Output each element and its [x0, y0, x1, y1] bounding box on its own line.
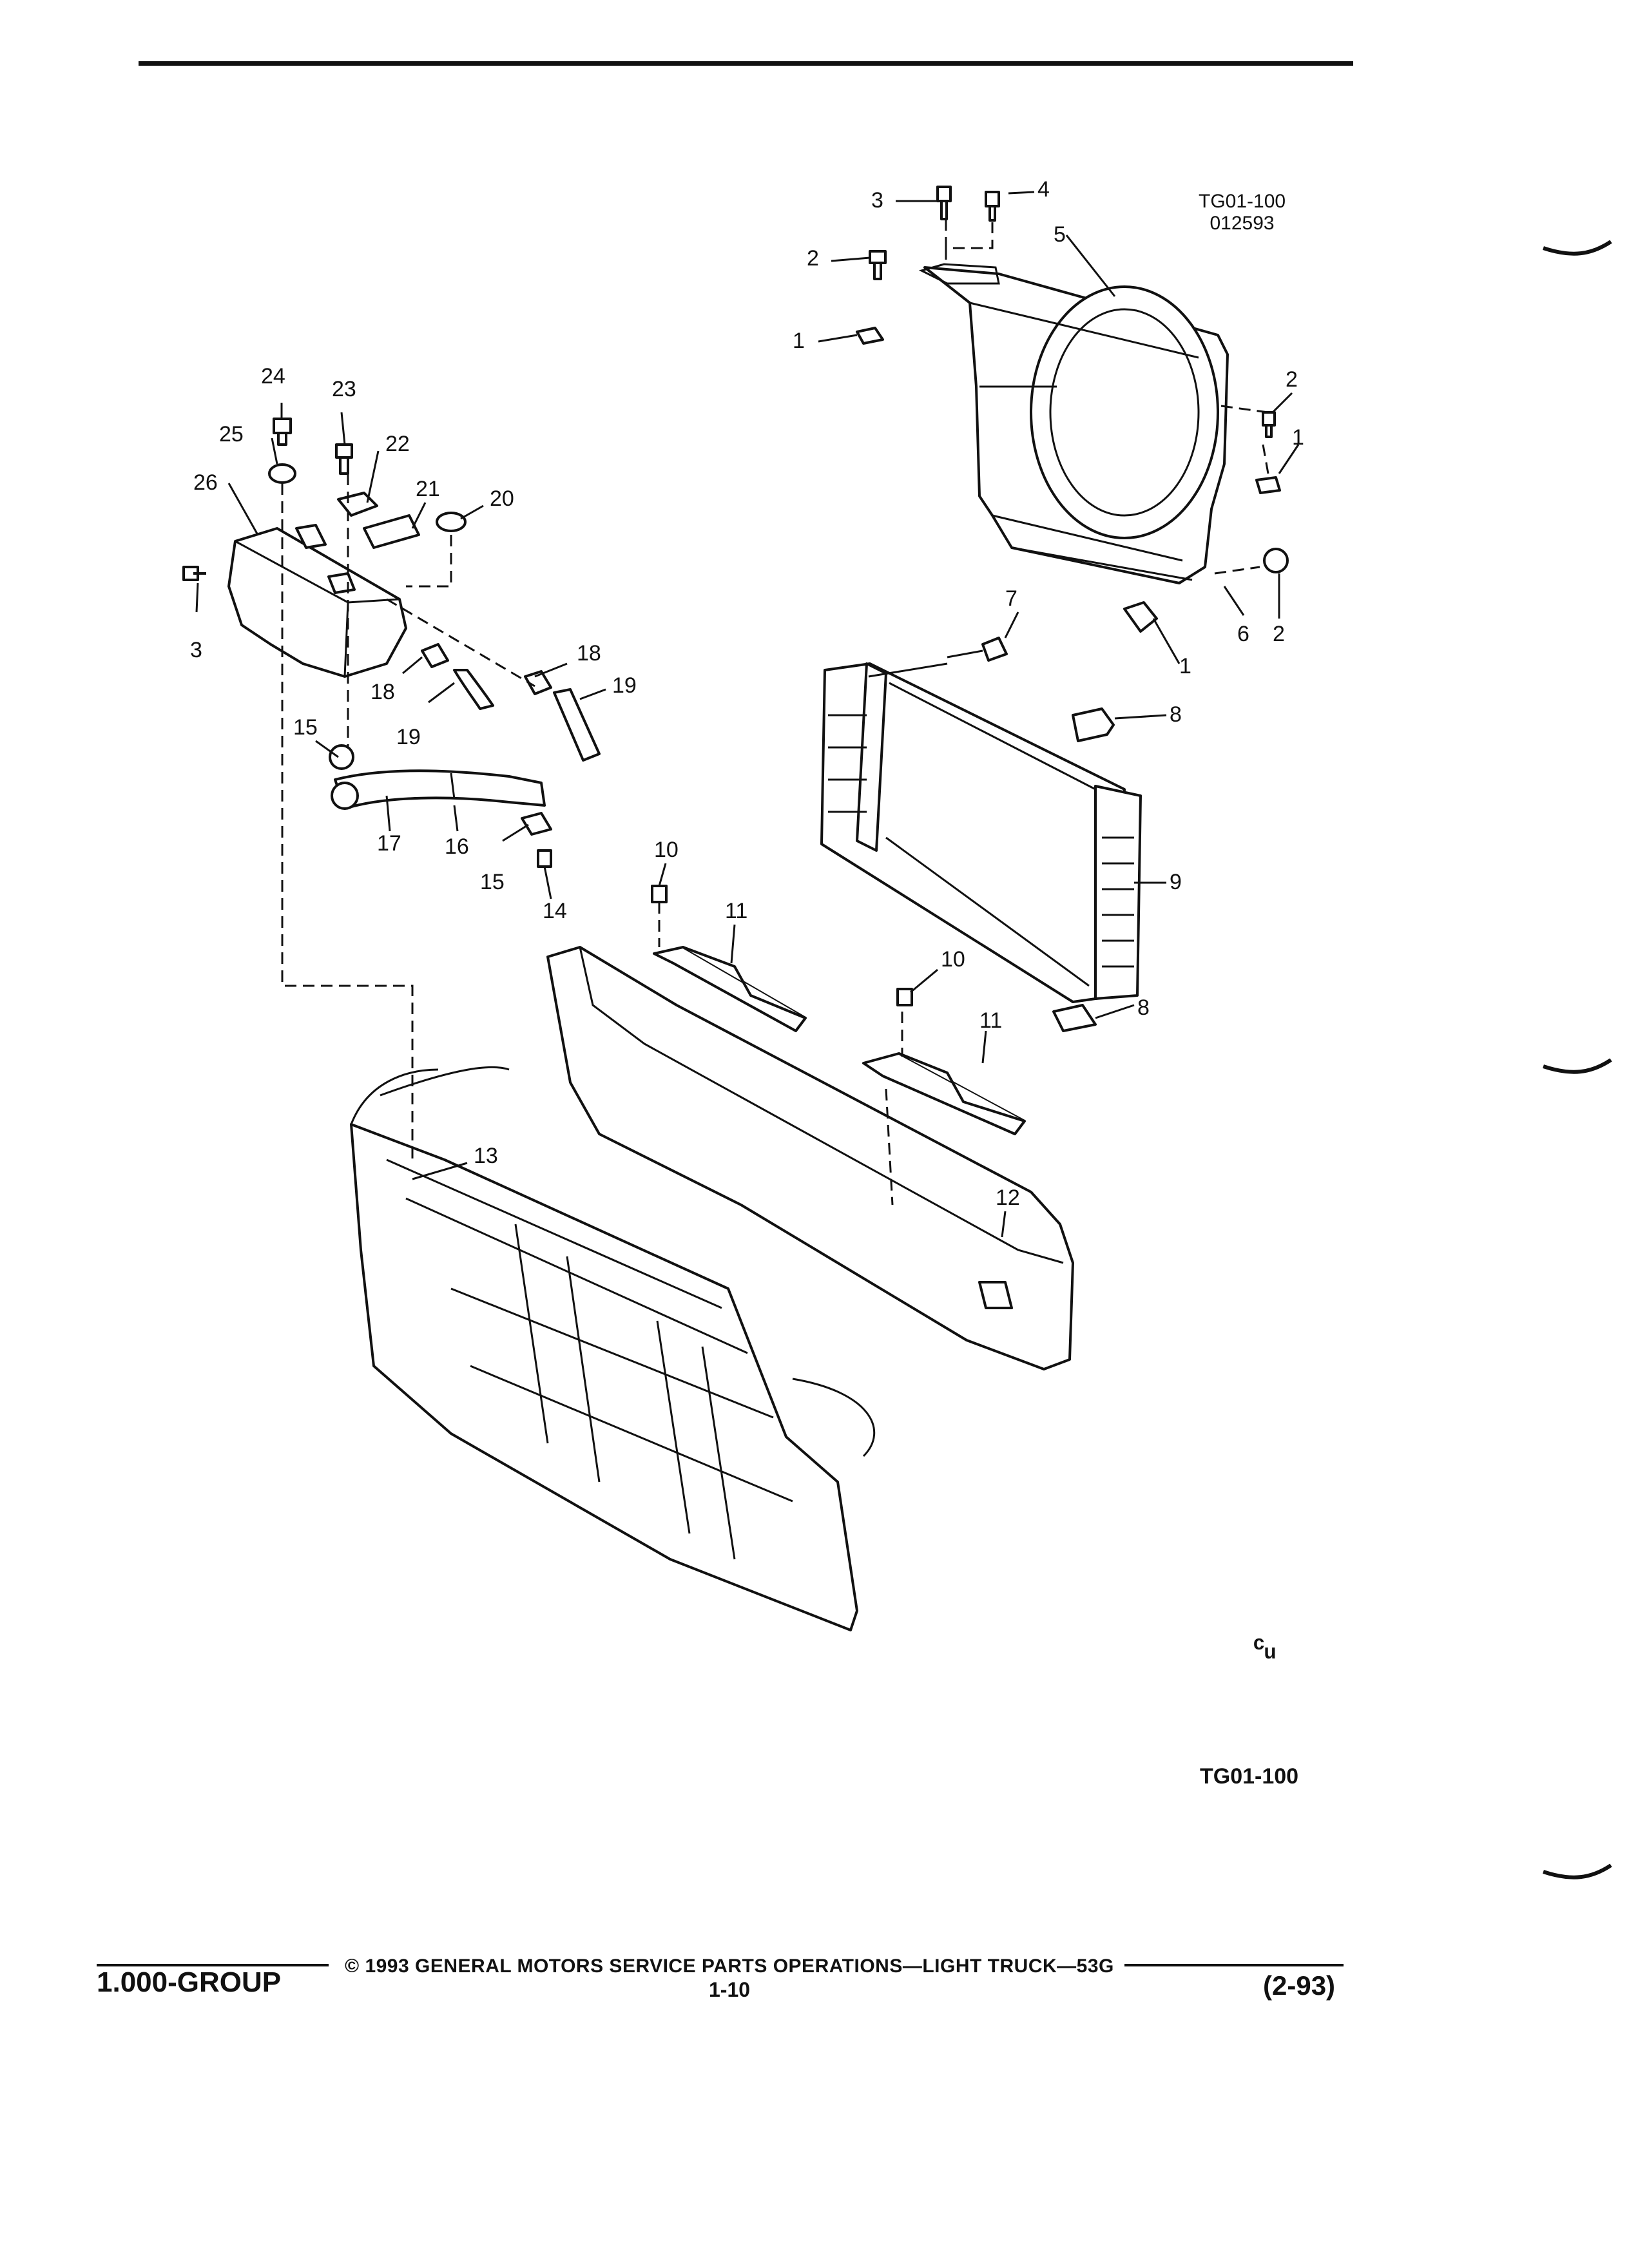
footer-rule-left — [97, 1964, 329, 1966]
coolant-reservoir — [227, 524, 407, 678]
callout-19-right: 19 — [612, 673, 637, 698]
figure-id-top: TG01-100 — [1199, 191, 1286, 212]
figure-id-bottom: TG01-100 — [1200, 1764, 1299, 1789]
callout-21: 21 — [416, 477, 440, 501]
callout-11-left: 11 — [725, 899, 747, 923]
footer-page-number: 1-10 — [709, 1978, 751, 2001]
callout-8-bottom: 8 — [1137, 995, 1150, 1020]
radiator — [820, 637, 1142, 1032]
callout-15-left: 15 — [293, 715, 318, 740]
figure-date-code: 012593 — [1210, 213, 1275, 234]
callout-8-top: 8 — [1170, 702, 1182, 727]
callout-11-right: 11 — [979, 1008, 1002, 1033]
callout-3-top: 3 — [871, 188, 883, 213]
callout-19-left: 19 — [396, 725, 421, 749]
callout-6: 6 — [1237, 622, 1249, 646]
footer-copyright: © 1993 GENERAL MOTORS SERVICE PARTS OPER… — [345, 1956, 1114, 1977]
callout-18-right: 18 — [577, 641, 601, 666]
callout-2-top: 2 — [807, 246, 819, 271]
callout-14: 14 — [543, 899, 567, 923]
callout-9: 9 — [1170, 870, 1182, 894]
callout-5: 5 — [1054, 222, 1066, 247]
callout-7: 7 — [1005, 586, 1017, 611]
callout-4: 4 — [1037, 177, 1050, 202]
callout-24: 24 — [261, 364, 285, 389]
callout-10-left: 10 — [654, 838, 679, 862]
callout-1-right: 1 — [1292, 425, 1304, 450]
lower-baffle — [546, 946, 1074, 1370]
brackets — [653, 946, 1026, 1135]
callout-16: 16 — [445, 834, 469, 859]
callout-25: 25 — [219, 422, 244, 447]
callout-22: 22 — [385, 432, 410, 456]
top-rule — [139, 61, 1353, 66]
gm-logo: ᶜᵤ — [1253, 1629, 1276, 1663]
radiator-support — [350, 1066, 876, 1631]
callout-15-right: 15 — [480, 870, 505, 894]
margin-marks — [1543, 240, 1612, 1879]
hoses — [329, 744, 552, 868]
footer-group: 1.000-GROUP — [97, 1966, 282, 1998]
callout-13: 13 — [474, 1144, 498, 1168]
callout-3-left: 3 — [190, 638, 202, 662]
callout-23: 23 — [332, 377, 356, 401]
callout-leaders — [195, 191, 1300, 1238]
footer-date: (2-93) — [1263, 1970, 1336, 2001]
callout-10-right: 10 — [941, 947, 965, 972]
callout-20: 20 — [490, 486, 514, 511]
callout-2-bottom: 2 — [1273, 622, 1285, 646]
fan-shroud — [918, 263, 1229, 584]
callout-1-bottom: 1 — [1179, 654, 1191, 678]
callout-2-right: 2 — [1286, 367, 1298, 392]
callout-labels: 3 4 2 1 5 2 1 6 2 1 7 8 9 8 10 10 11 11 … — [190, 177, 1304, 1210]
footer-rule-right — [1124, 1964, 1344, 1966]
figure-id-header: TG01-100 012593 — [1199, 191, 1286, 235]
callout-12: 12 — [996, 1186, 1020, 1210]
shroud-hardware — [856, 186, 1289, 633]
callout-17: 17 — [377, 831, 401, 856]
callout-1-top: 1 — [793, 329, 805, 353]
callout-26: 26 — [193, 470, 218, 495]
callout-18-left: 18 — [371, 680, 395, 704]
